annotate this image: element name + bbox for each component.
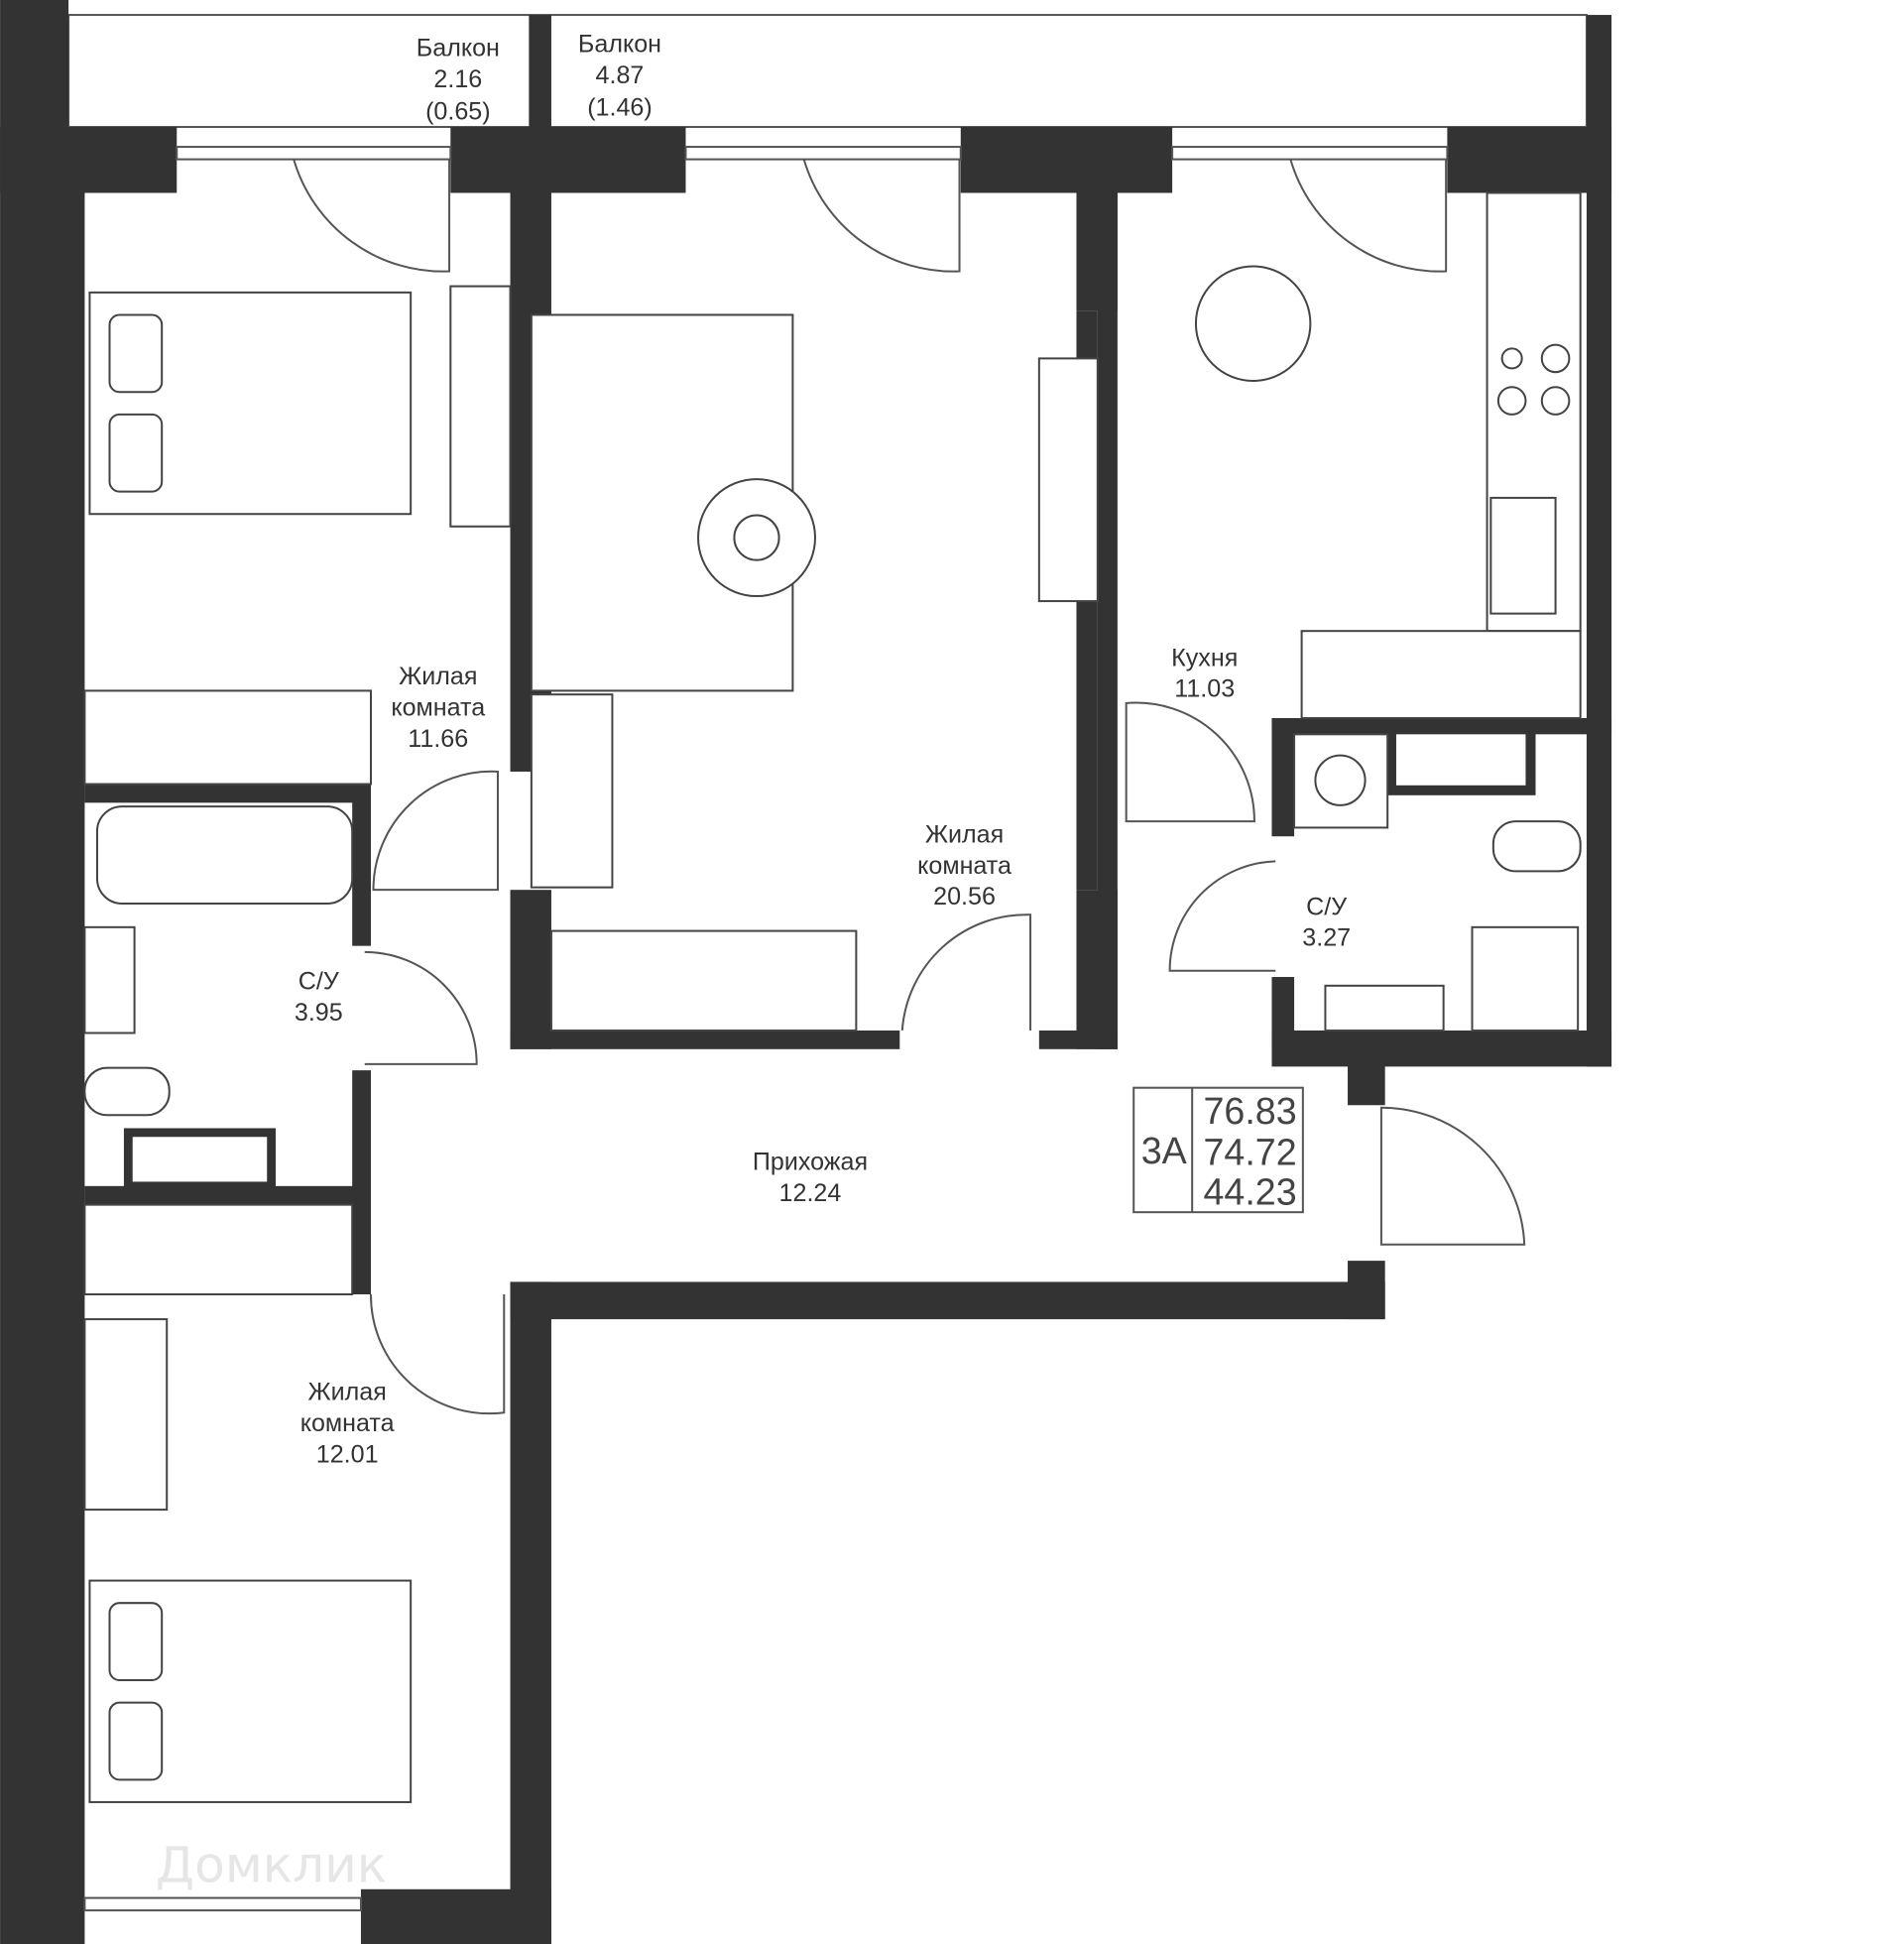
toilet-1 [83,1066,171,1117]
wardrobe-3 [549,929,858,1032]
tv-stand-2 [449,285,512,528]
kitchen-name: Кухня [1171,644,1238,671]
hall-area: 12.24 [779,1179,842,1207]
wardrobe-2 [83,1203,354,1295]
tv-stand [1037,357,1099,603]
living-name1: Жилая [925,821,1004,849]
bedroom2-name1: Жилая [308,1379,387,1406]
total-area: 76.83 [1203,1090,1296,1132]
desk-1 [530,693,614,889]
watermark: Домклик [156,1835,387,1893]
wardrobe-1 [83,689,373,786]
furniture [83,191,1582,1803]
kitchen-area: 11.03 [1174,675,1235,703]
hall-name: Прихожая [753,1149,868,1176]
doors [293,159,1526,1415]
balcony1-area: 2.16 [433,65,482,93]
desk-2 [83,1318,169,1512]
balcony2-coef: (1.46) [587,94,653,122]
bath2-area: 3.27 [1302,924,1351,952]
bedroom1-name2: комната [391,694,485,722]
dining-table [1194,265,1312,382]
living-name2: комната [917,852,1012,880]
windows [83,146,1449,1912]
bedroom1-area: 11.66 [408,725,468,753]
room-labels: Балкон 2.16 (0.65) Балкон 4.87 (1.46) Жи… [295,31,1351,1469]
toilet-2 [1491,820,1582,873]
sink-1 [83,925,136,1034]
bath1-name: С/У [298,968,340,996]
living-area: 20.56 [933,883,996,911]
balcony1-coef: (0.65) [425,97,491,125]
bedroom2-name2: комната [300,1409,395,1437]
balcony2-area: 4.87 [596,61,645,89]
sink-2 [1324,984,1445,1032]
living-total-area: 74.72 [1203,1131,1296,1172]
living-area: 44.23 [1203,1171,1296,1213]
bathtub [95,805,354,905]
bedroom2-area: 12.01 [316,1440,379,1468]
balcony2-name: Балкон [578,31,661,59]
apartment-type: 3A [1141,1130,1188,1171]
balcony1-name: Балкон [416,34,500,61]
bath1-area: 3.95 [295,999,343,1027]
apartment-summary: 3A 76.83 74.72 44.23 [1132,1086,1304,1214]
balcony-outline [67,14,1588,128]
bedroom1-name1: Жилая [399,663,477,690]
shower [1471,925,1580,1032]
bath2-name: С/У [1306,893,1348,920]
